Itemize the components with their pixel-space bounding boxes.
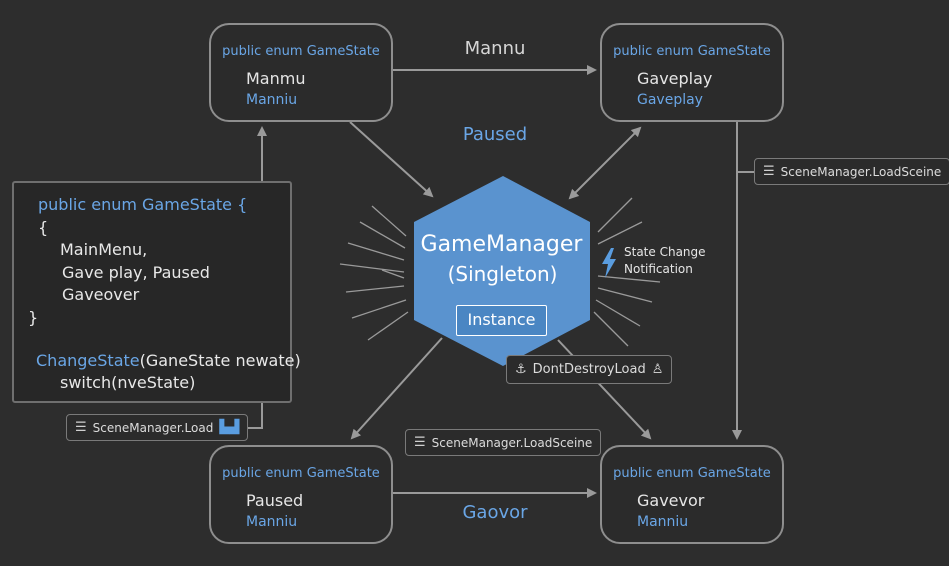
scene-load-tag[interactable]: ☰ SceneManager.Load ▙▟ (66, 414, 249, 441)
list-icon: ☰ (414, 435, 426, 450)
tag-label: SceneManager.LoadSceine (431, 435, 593, 450)
state-box-paused[interactable]: public enum GameState Paused Manniu (209, 445, 393, 544)
scene-load-scene-tag-mid[interactable]: ☰ SceneManager.LoadSceine (405, 429, 602, 456)
blocks-icon: ▙▟ (219, 420, 240, 435)
state-box-gameplay[interactable]: public enum GameState Gaveplay Gaveplay (600, 23, 784, 122)
notification-line-1: State Change (624, 245, 706, 259)
burst-lines-right (593, 197, 661, 347)
edge-label-bottom: Gaovor (462, 502, 528, 523)
code-panel: public enum GameState { { MainMenu, Gave… (12, 181, 301, 403)
state-name: Manmu (246, 69, 306, 88)
list-icon: ☰ (763, 164, 775, 179)
notification-line-2: Notification (624, 262, 693, 276)
state-change-notification: State Change Notification (624, 244, 706, 278)
state-header: public enum GameState (613, 466, 771, 481)
tag-label: SceneManager.Load (92, 420, 214, 435)
anchor-icon: ⚓ (515, 362, 527, 377)
edge-label-top: Mannu (464, 38, 526, 59)
burst-lines-left (339, 205, 409, 341)
instance-button[interactable]: Instance (456, 305, 547, 336)
tag-label: SceneManager.LoadSceine (780, 164, 942, 179)
hub-subtitle: (Singleton) (447, 262, 558, 286)
dont-destroy-tag[interactable]: ⚓ DontDestroyLoad ♙ (506, 355, 673, 384)
hub-title: GameManager (420, 232, 583, 257)
state-name: Gaveplay (637, 69, 713, 88)
state-header: public enum GameState (613, 44, 771, 59)
state-name: Paused (246, 491, 304, 510)
list-icon: ☰ (75, 420, 87, 435)
code-line-enum: public enum GameState { (38, 195, 248, 214)
code-line-change-state: ChangeState(GaneState newate) (36, 351, 301, 370)
state-box-main-menu[interactable]: public enum GameState Manmu Manniu (209, 23, 393, 122)
state-box-game-over[interactable]: public enum GameState Gavevor Manniu (600, 445, 784, 544)
scene-load-scene-tag-right[interactable]: ☰ SceneManager.LoadSceine (754, 158, 949, 185)
state-header: public enum GameState (222, 466, 380, 481)
method-name: ChangeState (36, 351, 140, 370)
state-header: public enum GameState (222, 44, 380, 59)
code-line-mainmenu: MainMenu, (60, 240, 148, 259)
code-line-switch: switch(nveState) (60, 373, 196, 392)
tag-label: DontDestroyLoad (532, 362, 646, 377)
state-value: Manniu (246, 514, 298, 530)
code-line-brace-open: { (38, 218, 49, 237)
state-value: Manniu (246, 92, 298, 108)
code-line-gameplay: Gave play, Paused (62, 263, 210, 282)
person-icon: ♙ (651, 362, 664, 377)
edge-label-center: Paused (462, 124, 528, 145)
lightning-icon (602, 248, 616, 278)
state-value: Gaveplay (637, 92, 703, 108)
method-args: (GaneState newate) (139, 351, 301, 370)
state-name: Gavevor (637, 491, 705, 510)
code-line-gameover: Gaveover (62, 285, 140, 304)
code-line-brace-close: } (28, 308, 39, 327)
state-value: Manniu (637, 514, 689, 530)
